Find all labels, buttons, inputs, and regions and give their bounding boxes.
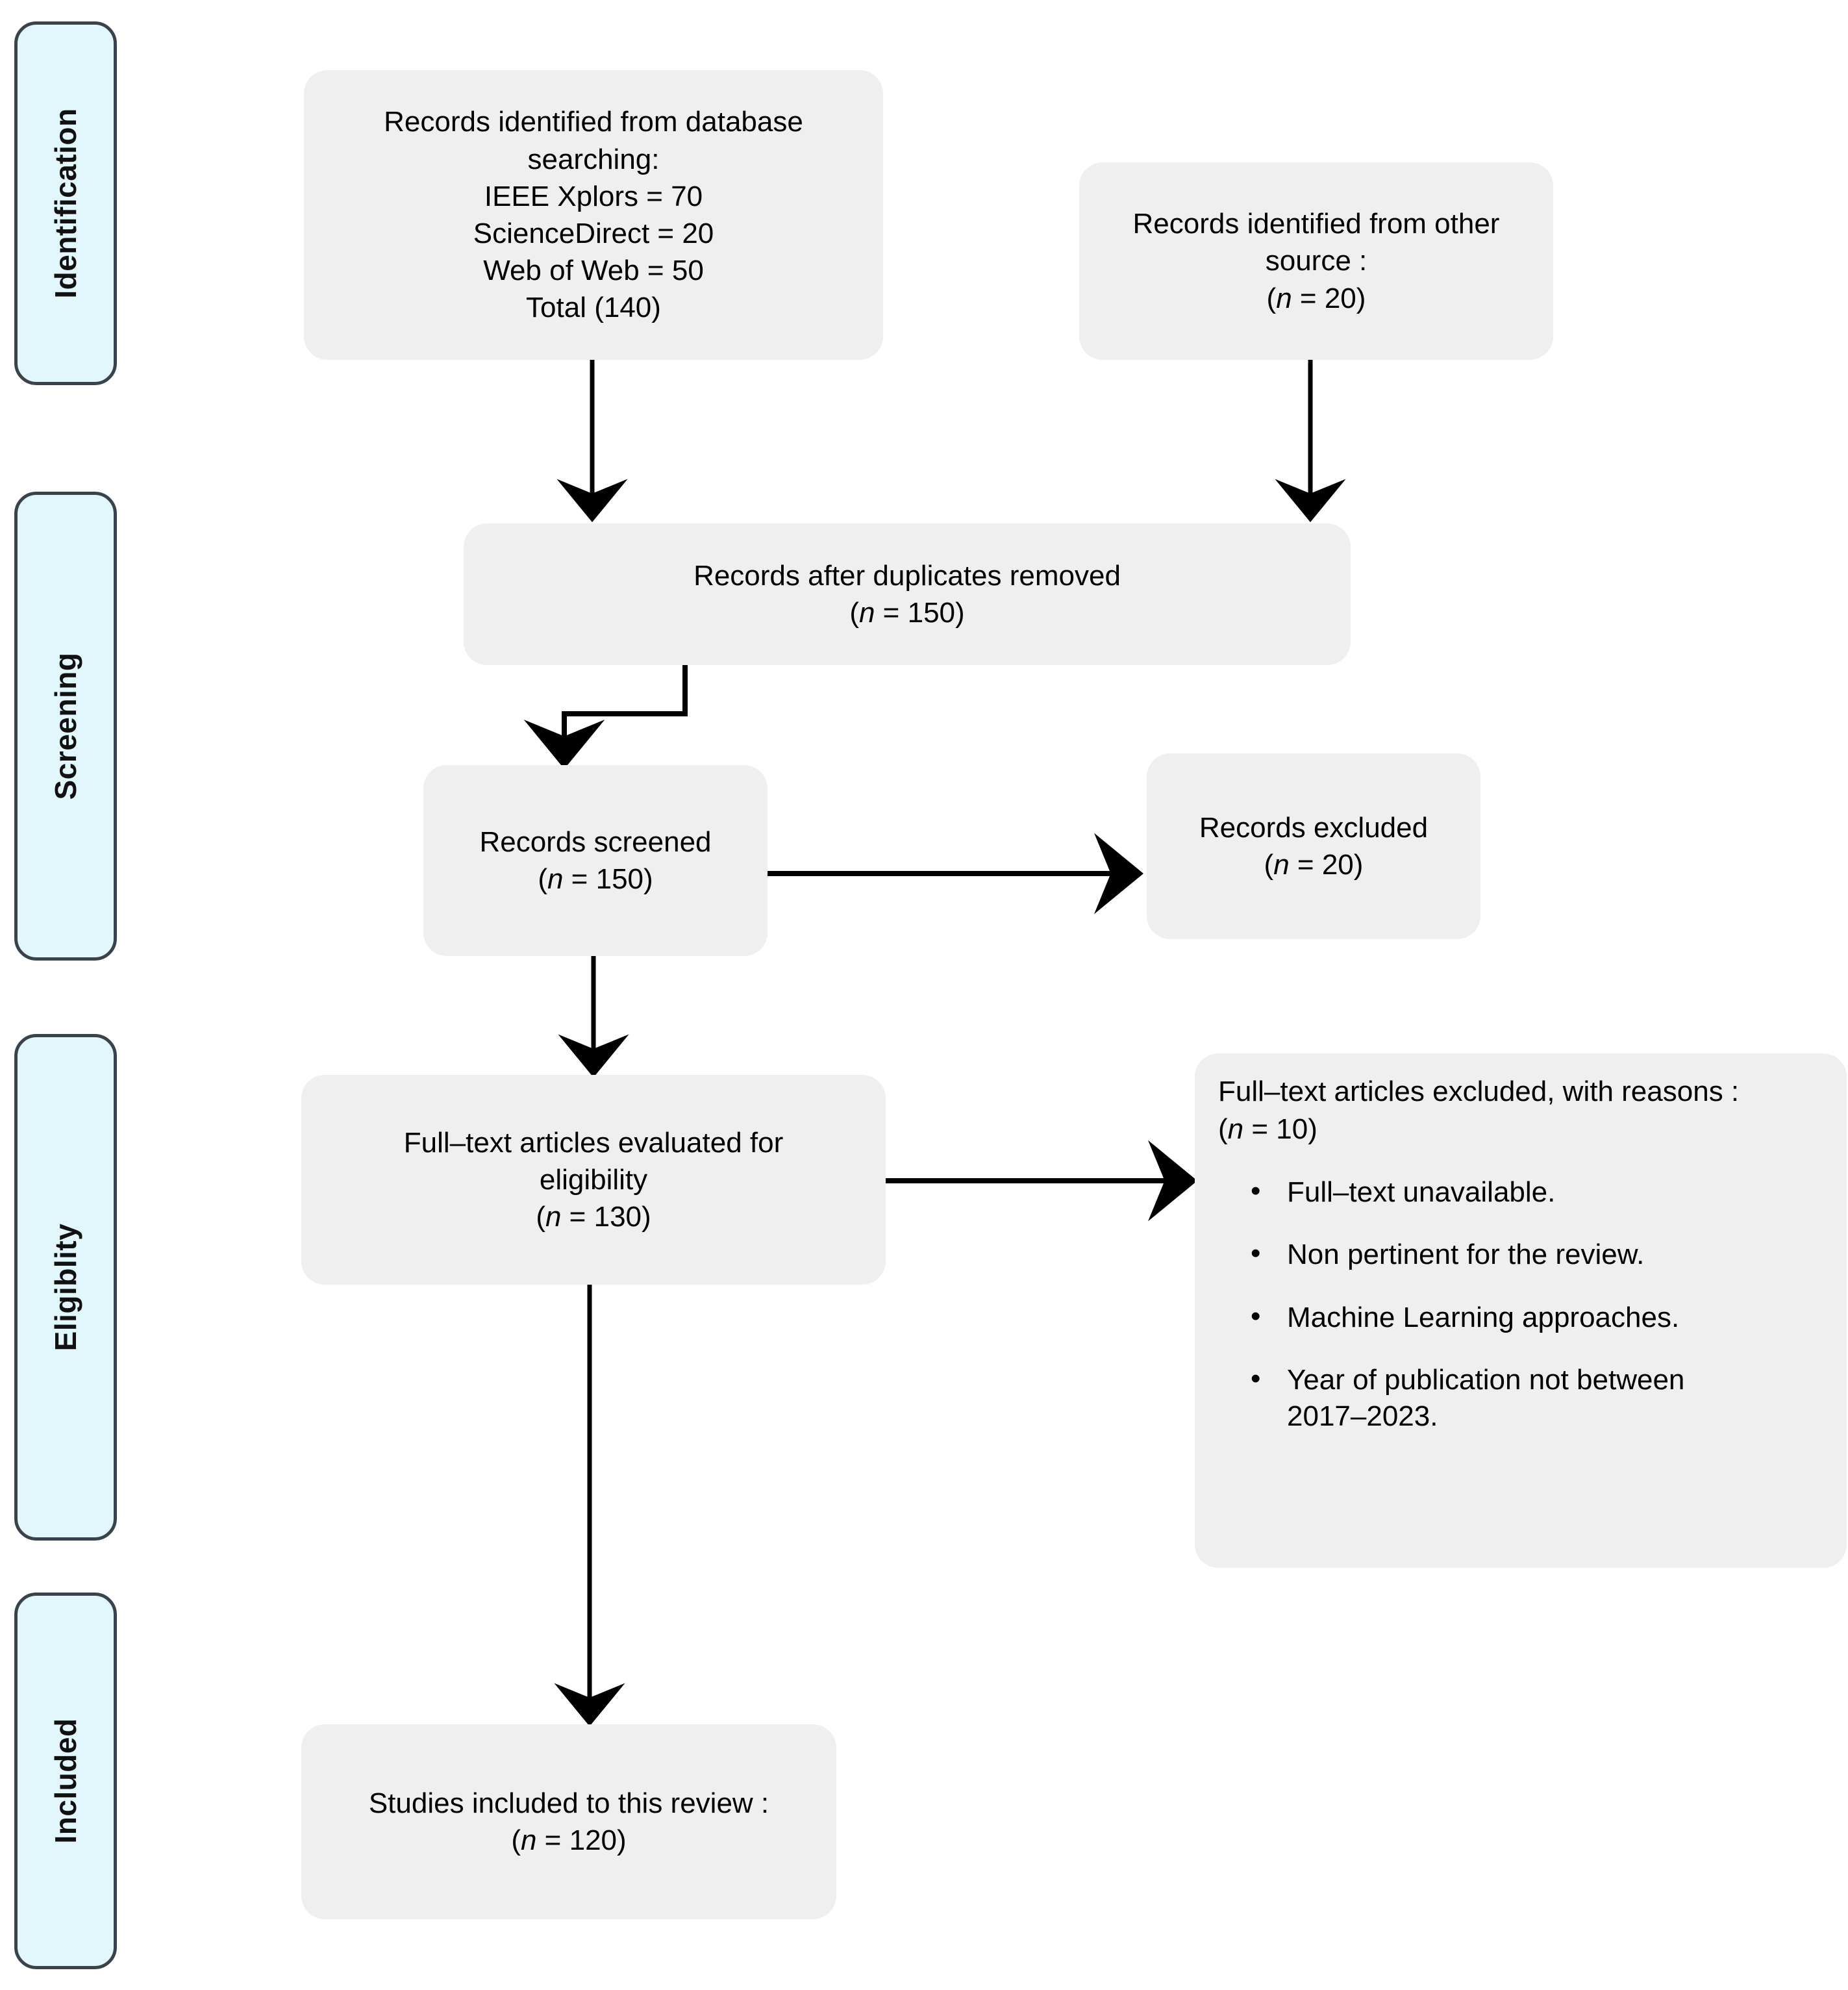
- other-count: (n = 20): [1267, 280, 1366, 317]
- db-line-3: IEEE Xplors = 70: [484, 180, 703, 212]
- phase-eligibility-label: Eligiblity: [49, 1223, 82, 1352]
- excl-count-open: (: [1218, 1113, 1228, 1146]
- dup-count-n: n: [858, 597, 875, 629]
- box-records-excluded: Records excluded (n = 20): [1147, 753, 1480, 939]
- included-count-rest: = 120): [536, 1824, 627, 1856]
- excluded-count: (n = 20): [1264, 846, 1364, 883]
- phase-included: Included: [14, 1593, 117, 1969]
- eval-count-n: n: [545, 1201, 562, 1233]
- list-item: Machine Learning approaches.: [1251, 1298, 1742, 1336]
- excluded-line-1: Records excluded: [1199, 811, 1429, 844]
- phase-screening: Screening: [14, 492, 117, 961]
- eval-count: (n = 130): [536, 1198, 651, 1235]
- eval-line-1: Full–text articles evaluated for: [403, 1126, 784, 1159]
- included-count: (n = 120): [511, 1822, 626, 1859]
- list-item: Year of publication not between 2017–202…: [1251, 1361, 1742, 1435]
- exclusion-reasons-list: Full–text unavailable. Non pertinent for…: [1195, 1148, 1742, 1435]
- excluded-count-open: (: [1264, 849, 1274, 881]
- box-fulltext-excluded-reasons: Full–text articles excluded, with reason…: [1195, 1053, 1847, 1568]
- other-line-1: Records identified from other: [1132, 208, 1500, 240]
- excluded-count-rest: = 20): [1289, 849, 1364, 881]
- box-duplicates-removed: Records after duplicates removed (n = 15…: [464, 523, 1351, 665]
- dup-count-open: (: [849, 597, 859, 629]
- other-line-2: source :: [1265, 245, 1367, 277]
- connector-duplicates-to-screened: [523, 665, 688, 769]
- excluded-count-n: n: [1273, 849, 1290, 881]
- phase-identification-label: Identification: [49, 108, 82, 299]
- eval-count-open: (: [536, 1201, 545, 1233]
- included-count-open: (: [511, 1824, 521, 1856]
- excl-reasons-heading: Full–text articles excluded, with reason…: [1218, 1076, 1740, 1107]
- box-studies-included: Studies included to this review : (n = 1…: [301, 1724, 836, 1919]
- excl-count-rest: = 10): [1243, 1113, 1317, 1146]
- phase-included-label: Included: [49, 1718, 82, 1844]
- phase-screening-label: Screening: [49, 652, 82, 800]
- db-line-4: ScienceDirect = 20: [473, 218, 714, 249]
- db-line-1: Records identified from database: [384, 106, 803, 138]
- db-line-6: Total (140): [526, 292, 661, 324]
- dup-line-1: Records after duplicates removed: [693, 559, 1121, 592]
- db-line-2: searching:: [527, 143, 660, 175]
- eval-count-rest: = 130): [561, 1201, 651, 1233]
- screened-line-1: Records screened: [479, 825, 712, 858]
- box-fulltext-evaluated: Full–text articles evaluated for eligibi…: [301, 1075, 886, 1285]
- box-records-identified-database: Records identified from database searchi…: [304, 70, 883, 360]
- other-count-open: (: [1266, 282, 1277, 314]
- included-count-n: n: [520, 1824, 537, 1856]
- excl-reasons-count: (n = 10): [1195, 1111, 1317, 1148]
- box-records-identified-other: Records identified from other source : (…: [1079, 162, 1553, 360]
- screened-count-rest: = 150): [563, 863, 653, 895]
- other-count-rest: = 20): [1292, 282, 1366, 314]
- eval-line-2: eligibility: [539, 1163, 648, 1196]
- box-records-screened: Records screened (n = 150): [423, 765, 768, 956]
- phase-eligibility: Eligiblity: [14, 1034, 117, 1541]
- list-item: Full–text unavailable.: [1251, 1173, 1742, 1211]
- dup-count-rest: = 150): [875, 597, 965, 629]
- db-line-5: Web of Web = 50: [483, 255, 704, 287]
- screened-count-open: (: [538, 863, 547, 895]
- list-item: Non pertinent for the review.: [1251, 1235, 1742, 1273]
- excl-count-n: n: [1227, 1113, 1244, 1146]
- phase-identification: Identification: [14, 21, 117, 385]
- screened-count: (n = 150): [538, 861, 653, 898]
- other-count-n: n: [1276, 282, 1292, 314]
- included-line-1: Studies included to this review :: [368, 1787, 769, 1819]
- dup-count: (n = 150): [849, 594, 964, 631]
- screened-count-n: n: [547, 863, 564, 895]
